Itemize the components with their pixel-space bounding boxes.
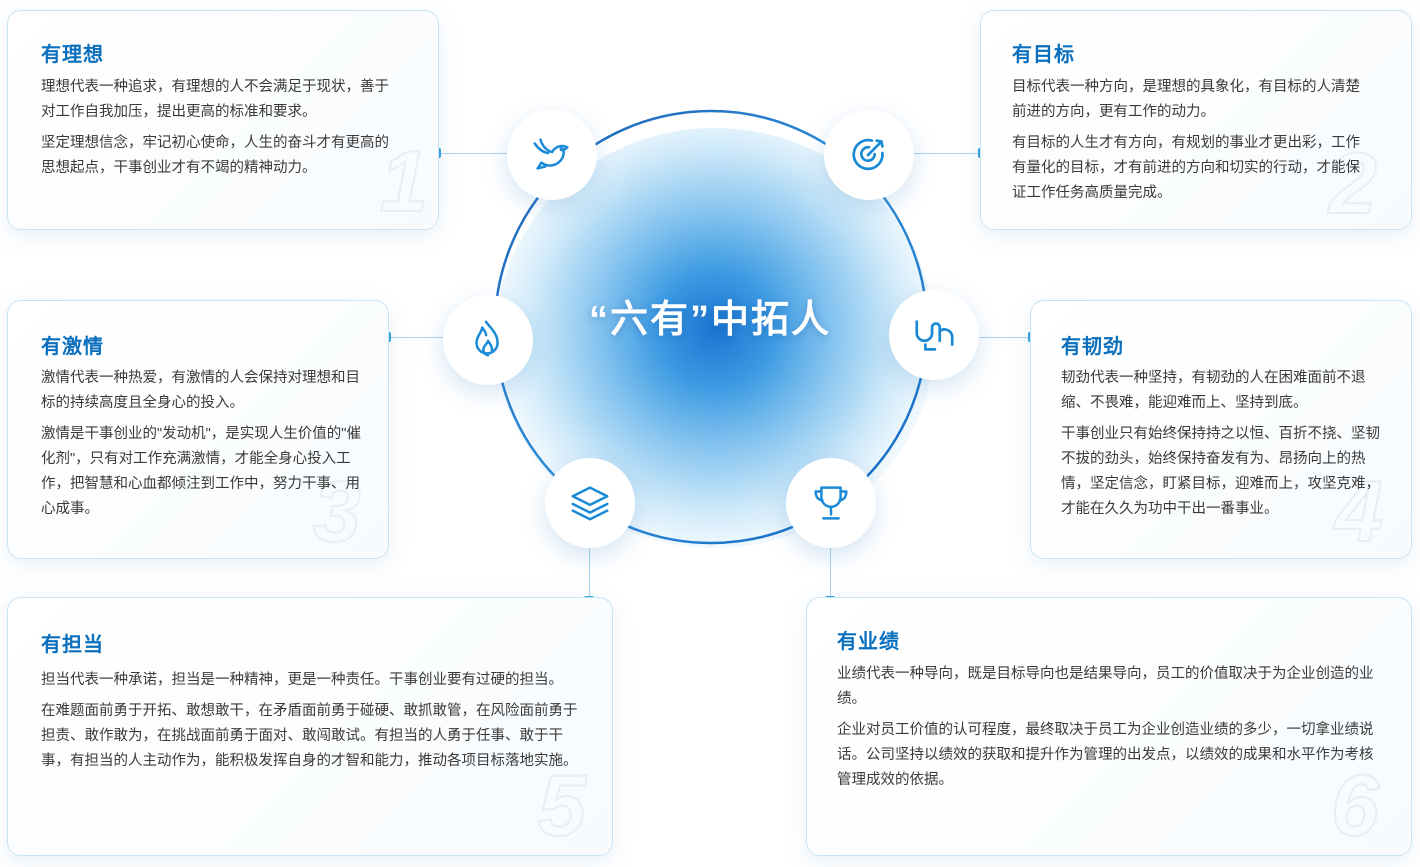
connector-3 [390, 337, 445, 338]
card-4: 4 有韧劲 韧劲代表一种坚持，有韧劲的人在困难面前不退缩、不畏难，能迎难而上、坚… [1030, 300, 1412, 559]
card-1-paragraph-1: 理想代表一种追求，有理想的人不会满足于现状，善于对工作自我加压，提出更高的标准和… [41, 79, 389, 120]
card-number-4: 4 [1334, 464, 1384, 559]
connector-dot-1 [437, 148, 441, 158]
card-number-6: 6 [1330, 758, 1380, 854]
card-5: 5 有担当 担当代表一种承诺，担当是一种精神，更是一种责任。干事创业要有过硬的担… [7, 597, 613, 856]
card-3-paragraph-1: 激情代表一种热爱，有激情的人会保持对理想和目标的持续高度且全身心的投入。 [41, 370, 360, 411]
card-body-3: 激情代表一种热爱，有激情的人会保持对理想和目标的持续高度且全身心的投入。 激情是… [41, 366, 369, 528]
flame-icon [475, 320, 499, 357]
connector-1 [440, 153, 510, 154]
icon-circle-6 [786, 458, 876, 548]
connector-5 [589, 548, 590, 598]
card-title-1: 有理想 [41, 44, 104, 66]
layers-icon [571, 486, 609, 521]
card-title-5: 有担当 [41, 634, 104, 656]
card-6-paragraph-1: 业绩代表一种导向，既是目标导向也是结果导向，员工的价值取决于为企业创造的业绩。 [837, 666, 1374, 707]
card-6-paragraph-2: 企业对员工价值的认可程度，最终取决于员工为企业创造业绩的多少，一切拿业绩说话。公… [837, 722, 1374, 788]
card-5-paragraph-2: 在难题面前勇于开拓、敢想敢干，在矛盾面前勇于碰硬、敢抓敢管，在风险面前勇于担责、… [41, 703, 578, 769]
dove-icon [533, 138, 569, 170]
card-3: 3 有激情 激情代表一种热爱，有激情的人会保持对理想和目标的持续高度且全身心的投… [7, 300, 389, 559]
card-2-paragraph-1: 目标代表一种方向，是理想的具象化，有目标的人清楚前进的方向，更有工作的动力。 [1012, 79, 1360, 120]
card-number-1: 1 [379, 134, 429, 230]
icon-circle-2 [824, 110, 914, 200]
connector-4 [977, 337, 1031, 338]
card-body-4: 韧劲代表一种坚持，有韧劲的人在困难面前不退缩、不畏难，能迎难而上、坚持到底。 干… [1061, 366, 1391, 528]
card-body-1: 理想代表一种追求，有理想的人不会满足于现状，善于对工作自我加压，提出更高的标准和… [41, 75, 401, 187]
icon-circle-1 [507, 110, 597, 200]
card-2-paragraph-2: 有目标的人生才有方向，有规划的事业才更出彩，工作有量化的目标，才有前进的方向和切… [1012, 135, 1360, 201]
card-body-5: 担当代表一种承诺，担当是一种精神，更是一种责任。干事创业要有过硬的担当。 在难题… [41, 668, 586, 780]
card-4-paragraph-2: 干事创业只有始终保持持之以恒、百折不挠、坚韧不拔的劲头，始终保持奋发有为、昂扬向… [1061, 426, 1380, 517]
card-number-3: 3 [312, 464, 362, 559]
card-title-2: 有目标 [1012, 44, 1075, 66]
persistence-icon [915, 320, 954, 351]
card-number-5: 5 [537, 758, 587, 854]
connector-dot-3 [387, 332, 391, 342]
card-2: 2 有目标 目标代表一种方向，是理想的具象化，有目标的人清楚前进的方向，更有工作… [980, 10, 1412, 230]
card-1-paragraph-2: 坚定理想信念，牢记初心使命，人生的奋斗才有更高的思想起点，干事创业才有不竭的精神… [41, 135, 389, 176]
icon-circle-3 [443, 295, 533, 385]
card-1: 1 有理想 理想代表一种追求，有理想的人不会满足于现状，善于对工作自我加压，提出… [7, 10, 439, 230]
card-4-paragraph-1: 韧劲代表一种坚持，有韧劲的人在困难面前不退缩、不畏难，能迎难而上、坚持到底。 [1061, 370, 1366, 411]
card-body-6: 业绩代表一种导向，既是目标导向也是结果导向，员工的价值取决于为企业创造的业绩。 … [837, 662, 1382, 799]
card-body-2: 目标代表一种方向，是理想的具象化，有目标的人清楚前进的方向，更有工作的动力。 有… [1012, 75, 1372, 212]
target-icon [852, 138, 884, 171]
card-title-6: 有业绩 [837, 631, 900, 653]
card-number-2: 2 [1328, 136, 1378, 230]
center-title: “六有”中拓人 [588, 299, 831, 341]
icon-circle-5 [545, 458, 635, 548]
card-title-4: 有韧劲 [1061, 336, 1124, 358]
connector-6 [830, 546, 831, 598]
card-5-paragraph-1: 担当代表一种承诺，担当是一种精神，更是一种责任。干事创业要有过硬的担当。 [41, 672, 563, 688]
trophy-icon [814, 486, 848, 520]
card-3-paragraph-2: 激情是干事创业的"发动机"，是实现人生价值的"催化剂"，只有对工作充满激情，才能… [41, 426, 361, 517]
connector-2 [913, 153, 981, 154]
card-6: 6 有业绩 业绩代表一种导向，既是目标导向也是结果导向，员工的价值取决于为企业创… [806, 597, 1412, 856]
icon-circle-4 [889, 290, 979, 380]
card-title-3: 有激情 [41, 336, 104, 358]
